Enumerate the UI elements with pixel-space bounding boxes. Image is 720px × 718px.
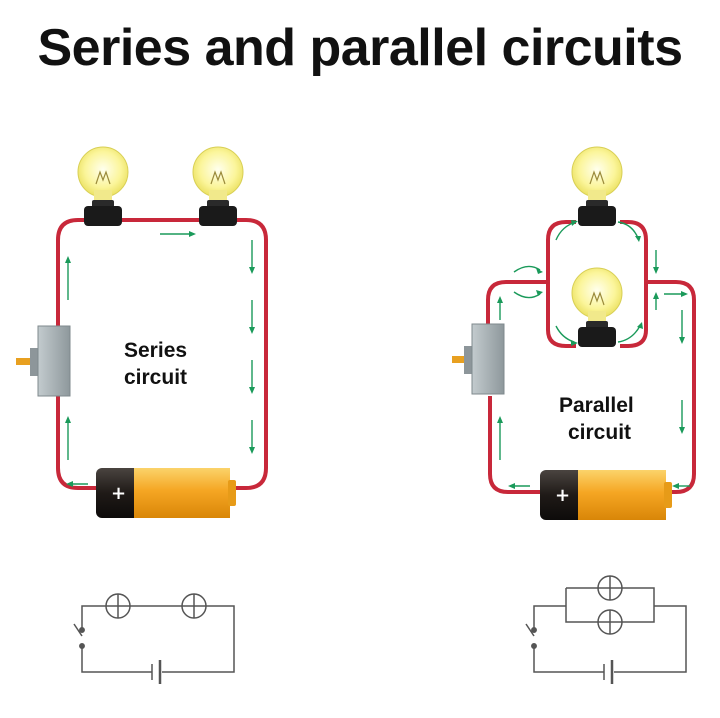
parallel-schematic-bulb-bottom [597, 609, 623, 635]
series-bulb-2 [192, 146, 244, 226]
page-title: Series and parallel circuits [37, 19, 684, 77]
series-label-line2: circuit [124, 366, 187, 389]
parallel-switch [452, 323, 505, 395]
series-circuit: + Series circuit [16, 146, 268, 518]
series-switch [16, 325, 71, 397]
parallel-bulb-bottom [571, 267, 623, 347]
series-battery: + [96, 468, 236, 518]
series-schematic-bulb-2 [181, 593, 207, 619]
parallel-schematic-bulb-top [597, 575, 623, 601]
parallel-label-line1: Parallel [559, 394, 634, 417]
series-bulb-1 [77, 146, 129, 226]
series-schematic [73, 593, 235, 684]
series-current-arrows [65, 231, 255, 487]
parallel-schematic [525, 575, 687, 684]
parallel-current-arrows [497, 220, 690, 489]
series-schematic-battery [151, 660, 162, 684]
parallel-circuit: + Parallel circuit [452, 146, 696, 520]
series-battery-plus: + [111, 483, 126, 504]
parallel-battery: + [540, 470, 672, 520]
parallel-bulb-top [571, 146, 623, 226]
parallel-label-line2: circuit [568, 421, 631, 444]
series-label-line1: Series [124, 339, 187, 362]
parallel-battery-plus: + [555, 485, 570, 506]
series-schematic-bulb-1 [105, 593, 131, 619]
parallel-schematic-battery [603, 660, 614, 684]
parallel-wire [486, 220, 696, 494]
series-wire [56, 218, 268, 490]
